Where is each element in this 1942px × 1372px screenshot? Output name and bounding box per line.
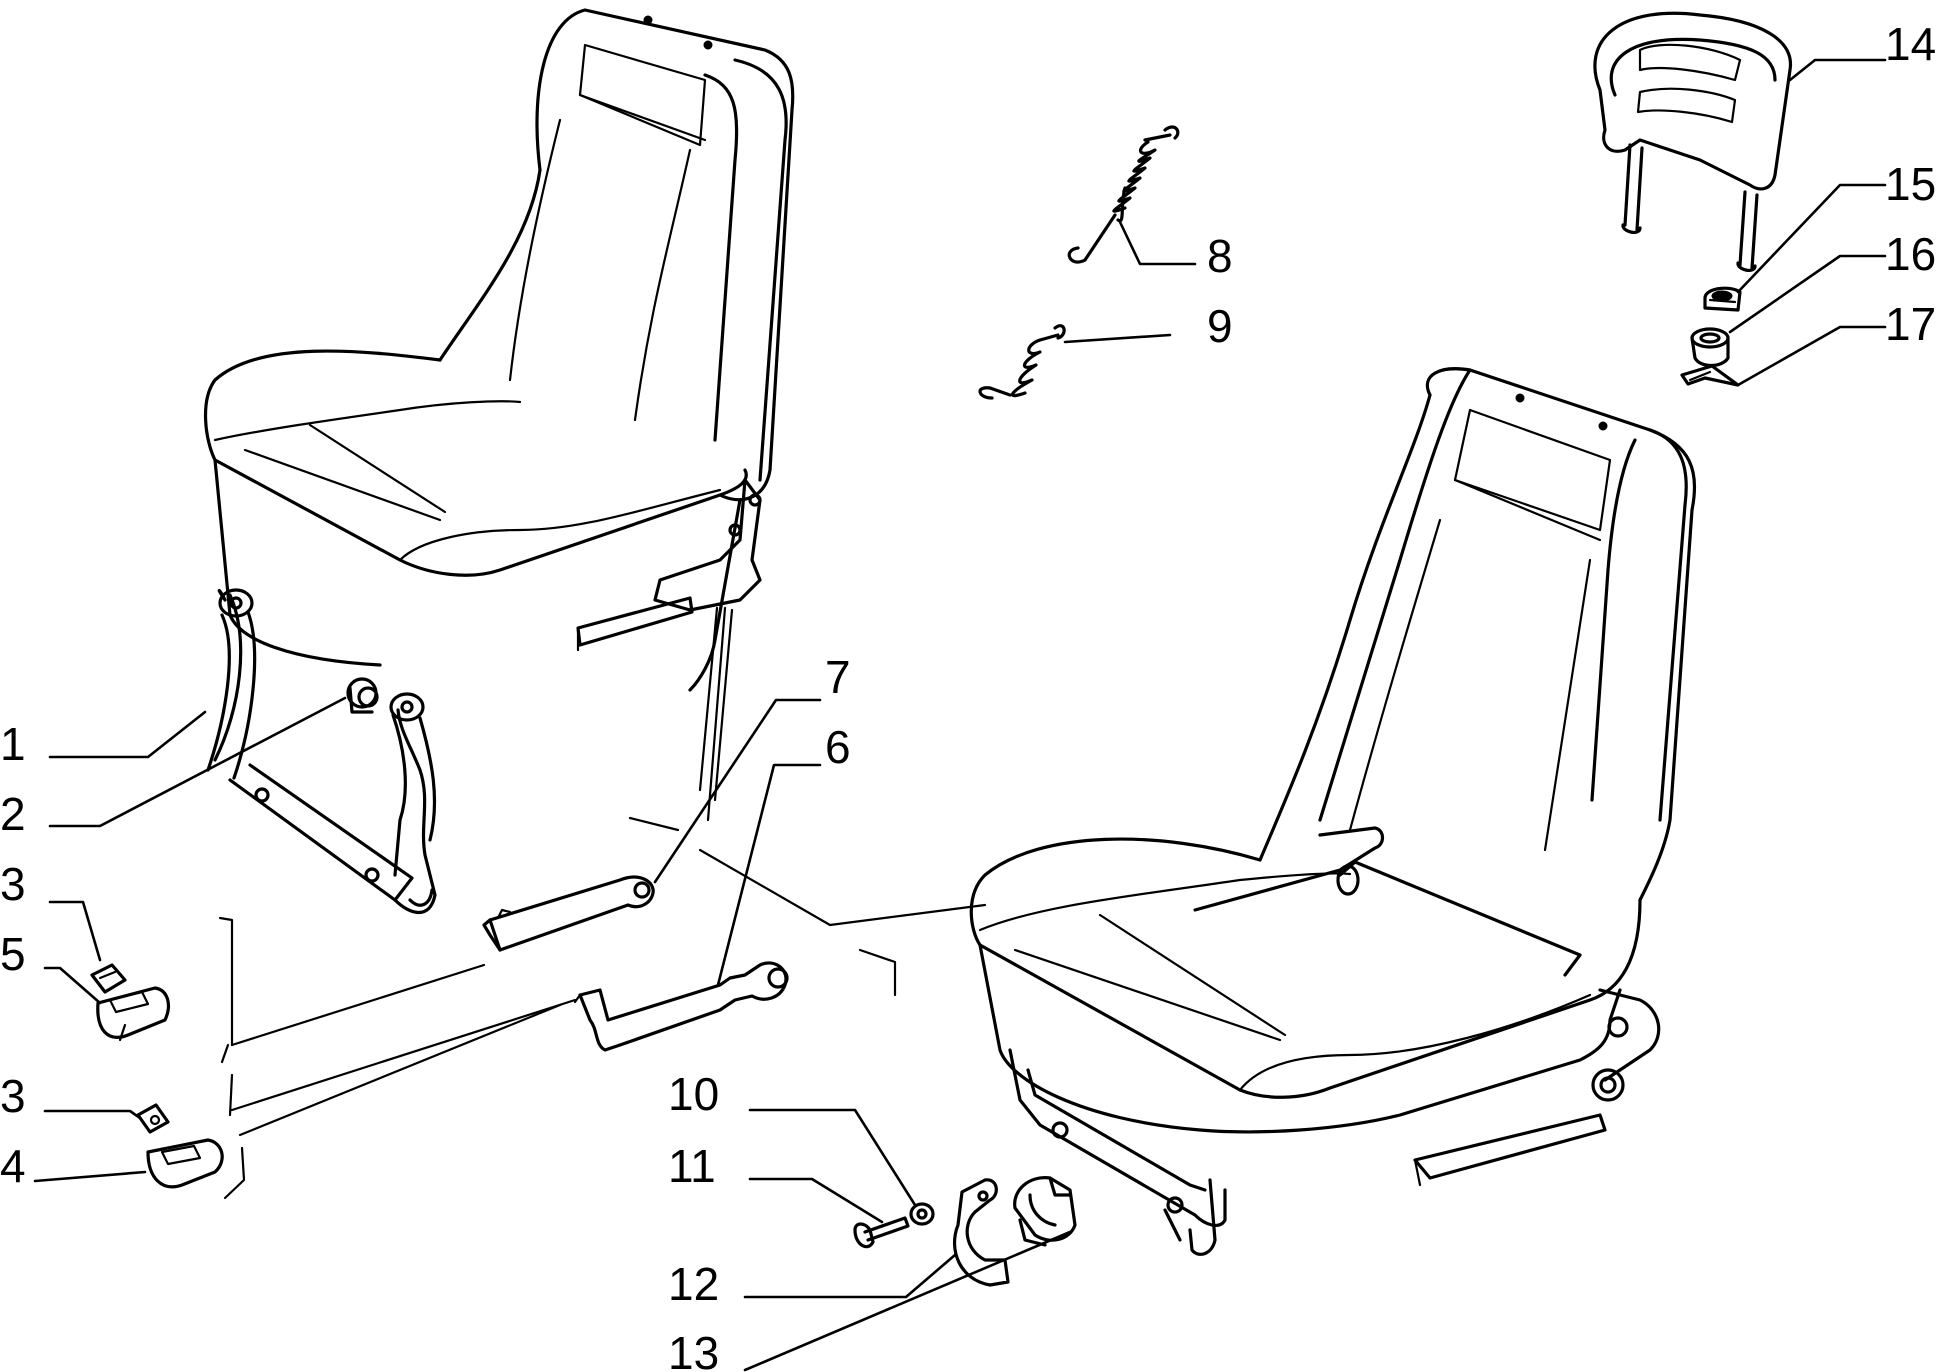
cover-part-5 (96, 986, 170, 1042)
cover-part-4 (146, 1138, 224, 1189)
callout-16: 16 (1885, 228, 1936, 280)
leader-16 (1728, 254, 1887, 334)
backrest-rivet-icon (703, 40, 713, 50)
headrest-part-14 (1593, 11, 1793, 273)
callout-17: 17 (1885, 298, 1936, 350)
leader-8 (1118, 220, 1197, 266)
callout-8: 8 (1207, 230, 1233, 282)
leader-4 (33, 1170, 147, 1183)
leader-5 (43, 966, 102, 1005)
leader-6 (716, 763, 822, 987)
backrest-rivet-icon (1515, 393, 1525, 403)
callout-1: 1 (0, 718, 26, 770)
leader-10 (748, 1108, 917, 1207)
guide-sleeve-part-16 (1690, 327, 1730, 368)
callout-9: 9 (1207, 300, 1233, 352)
callout-13: 13 (668, 1327, 719, 1372)
callout-labels: 1 2 3 5 3 4 7 6 8 9 10 11 12 13 14 15 16… (0, 18, 1936, 1372)
leader-2 (48, 696, 347, 828)
bolt-part-11 (853, 1216, 910, 1249)
leader-17 (1736, 325, 1887, 387)
clip-part-3-upper (90, 963, 127, 994)
bushing-part-2 (346, 677, 379, 714)
spring-part-9 (978, 324, 1066, 400)
callout-11: 11 (668, 1140, 716, 1192)
seat-frame-tube-part-1 (206, 588, 437, 914)
bracket-part-13 (1013, 1176, 1077, 1247)
callout-leaders (33, 58, 1887, 1372)
spring-clip-part-17 (1680, 364, 1740, 387)
callout-7: 7 (825, 651, 851, 703)
leader-12 (743, 1253, 957, 1299)
lever-part-7 (482, 875, 655, 952)
right-seat (969, 367, 1697, 1256)
leader-15 (1736, 183, 1887, 294)
backrest-rivet-icon (643, 15, 653, 25)
assembly-leader-lines (218, 816, 987, 1200)
leader-9 (1063, 333, 1172, 344)
callout-14: 14 (1885, 18, 1936, 70)
leader-3-lower (43, 1109, 142, 1120)
washer-part-10 (909, 1202, 935, 1226)
left-seat (204, 8, 795, 822)
callout-2: 2 (0, 788, 26, 840)
callout-12: 12 (668, 1258, 719, 1310)
callout-15: 15 (1885, 158, 1936, 210)
callout-6: 6 (825, 721, 851, 773)
leader-1 (48, 710, 207, 759)
leader-14 (1788, 58, 1887, 82)
leader-13 (743, 1230, 1072, 1372)
backrest-rivet-icon (1598, 421, 1608, 431)
lever-part-6 (573, 961, 789, 1052)
leader-11 (748, 1177, 884, 1224)
clip-part-3-lower (136, 1103, 170, 1134)
leader-7 (653, 698, 822, 884)
spring-part-8 (1067, 125, 1180, 264)
callout-4: 4 (0, 1140, 26, 1192)
callout-10: 10 (668, 1068, 719, 1120)
callout-3-upper: 3 (0, 858, 26, 910)
leader-3-upper (48, 900, 102, 962)
guide-sleeve-part-15 (1703, 286, 1742, 312)
callout-5: 5 (0, 928, 26, 980)
bracket-part-12 (953, 1178, 1010, 1287)
callout-3-lower: 3 (0, 1070, 26, 1122)
